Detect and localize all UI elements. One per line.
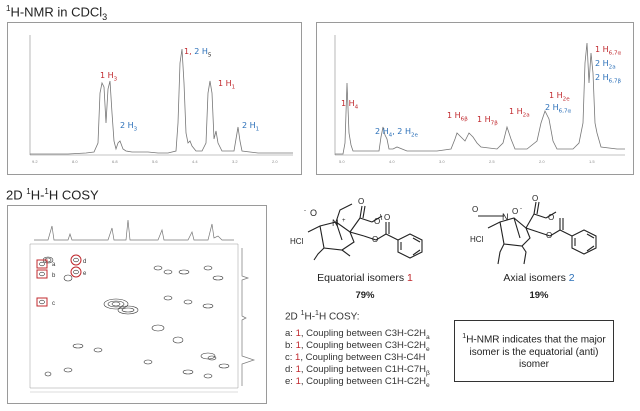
equatorial-percent: 79%	[355, 290, 375, 301]
axial-percent: 19%	[529, 290, 549, 301]
svg-text:+: +	[342, 218, 346, 224]
svg-text:3.0: 3.0	[439, 159, 445, 164]
nmr-spectrum-zoom-plot: 5.0 4.0 3.0 2.5 2.0 1.5	[334, 35, 625, 164]
label-h3-iso2: 2 H3	[120, 121, 138, 133]
svg-text:8.0: 8.0	[72, 159, 78, 164]
equatorial-hcl: HCl	[290, 237, 304, 246]
coupling-row-c: c: 1, Coupling between C3H-C4H	[285, 352, 426, 364]
axial-structure: O N O - O O O HCl	[470, 194, 597, 265]
svg-text:6.8: 6.8	[112, 159, 118, 164]
label-h1-iso2: 2 H1	[242, 121, 260, 133]
cosy-mark-d: d	[83, 259, 86, 265]
coupling-row-b: b: 1, Coupling between C3H-C2He	[285, 340, 430, 354]
cosy-mark-a: a	[52, 262, 56, 268]
svg-text:N: N	[332, 218, 339, 228]
svg-text:O: O	[310, 208, 317, 218]
cosy-mark-c: c	[52, 301, 55, 307]
cosy-mark-b: b	[52, 273, 56, 279]
svg-text:-: -	[520, 206, 522, 212]
svg-text:O: O	[512, 207, 518, 216]
cosy-coupling-list: 2D 1H-1H COSY: a: 1, Coupling between C3…	[285, 310, 430, 390]
label-h1-iso1: 1 H1	[218, 79, 236, 91]
svg-text:N: N	[502, 212, 509, 222]
svg-text:2.0: 2.0	[272, 159, 278, 164]
label-h5: 1, 2 H5	[184, 47, 212, 59]
label-h3-iso1: 1 H3	[100, 71, 118, 83]
label-h67a-iso2: 2 H6,7α	[545, 103, 572, 115]
svg-text:5.0: 5.0	[339, 159, 345, 164]
title-text: H-NMR in CDCl	[10, 4, 103, 20]
cosy-plot: a b c d e	[29, 219, 256, 393]
label-h2e: 1 H2e	[549, 91, 570, 103]
coupling-row-e: e: 1, Coupling between C1H-C2He	[285, 376, 430, 390]
svg-text:2.5: 2.5	[489, 159, 495, 164]
label-h67a-iso1: 1 H6,7α	[595, 45, 622, 57]
conclusion-note: 1H-NMR indicates that the major isomer i…	[454, 320, 614, 382]
svg-text:O: O	[358, 197, 364, 206]
nmr-spectrum-full-plot: 9.2 8.0 6.8 5.6 4.4 3.2 2.0	[29, 35, 293, 164]
title-superscript: 1	[6, 4, 11, 13]
cosy-list-header: 2D 1H-1H COSY:	[285, 310, 360, 323]
svg-text:O: O	[374, 217, 380, 226]
svg-text:1.5: 1.5	[589, 159, 595, 164]
coupling-row-a: a: 1, Coupling between C3H-C2Ha	[285, 328, 430, 342]
svg-text:O: O	[532, 194, 538, 203]
svg-text:4.0: 4.0	[389, 159, 395, 164]
svg-text:-: -	[304, 208, 306, 214]
svg-text:3.2: 3.2	[232, 159, 238, 164]
svg-text:O: O	[548, 213, 554, 222]
label-h7b: 1 H7β	[477, 115, 498, 127]
cosy-title: 2D 1H-1H COSY	[6, 187, 99, 203]
nmr-spectrum-full: 9.2 8.0 6.8 5.6 4.4 3.2 2.0 1 H3 2 H3 1,…	[7, 22, 302, 175]
label-h2a-iso2: 2 H2a	[595, 59, 616, 71]
label-h6b: 1 H6β	[447, 111, 468, 123]
svg-text:2.0: 2.0	[539, 159, 545, 164]
svg-text:O: O	[384, 213, 390, 222]
label-h2a: 1 H2a	[509, 107, 530, 119]
label-h67b-iso2: 2 H6,7β	[595, 73, 622, 85]
svg-text:5.6: 5.6	[152, 159, 158, 164]
nmr-spectrum-zoom: 5.0 4.0 3.0 2.5 2.0 1.5 1 H4 2 H4, 2 H2e…	[316, 22, 634, 175]
equatorial-caption: Equatorial isomers 1	[317, 272, 413, 284]
cosy-mark-e: e	[83, 271, 87, 277]
axial-hcl: HCl	[470, 235, 484, 244]
nmr-title: 1H-NMR in CDCl3	[6, 4, 107, 22]
svg-text:9.2: 9.2	[32, 159, 38, 164]
label-h4-iso1: 1 H4	[341, 99, 359, 111]
title-subscript: 3	[102, 11, 108, 22]
equatorial-structure: O - N + O O \ O O HCl	[290, 197, 423, 261]
svg-text:O: O	[546, 231, 552, 240]
axial-caption: Axial isomers 2	[503, 272, 575, 284]
coupling-row-d: d: 1, Coupling between C1H-C7Hβ	[285, 364, 430, 378]
svg-text:\: \	[380, 213, 383, 222]
svg-text:O: O	[472, 205, 478, 214]
cosy-spectrum: a b c d e	[7, 205, 267, 404]
label-h4-h2e-iso2: 2 H4, 2 H2e	[375, 127, 418, 139]
svg-text:O: O	[372, 235, 378, 244]
svg-text:4.4: 4.4	[192, 159, 198, 164]
